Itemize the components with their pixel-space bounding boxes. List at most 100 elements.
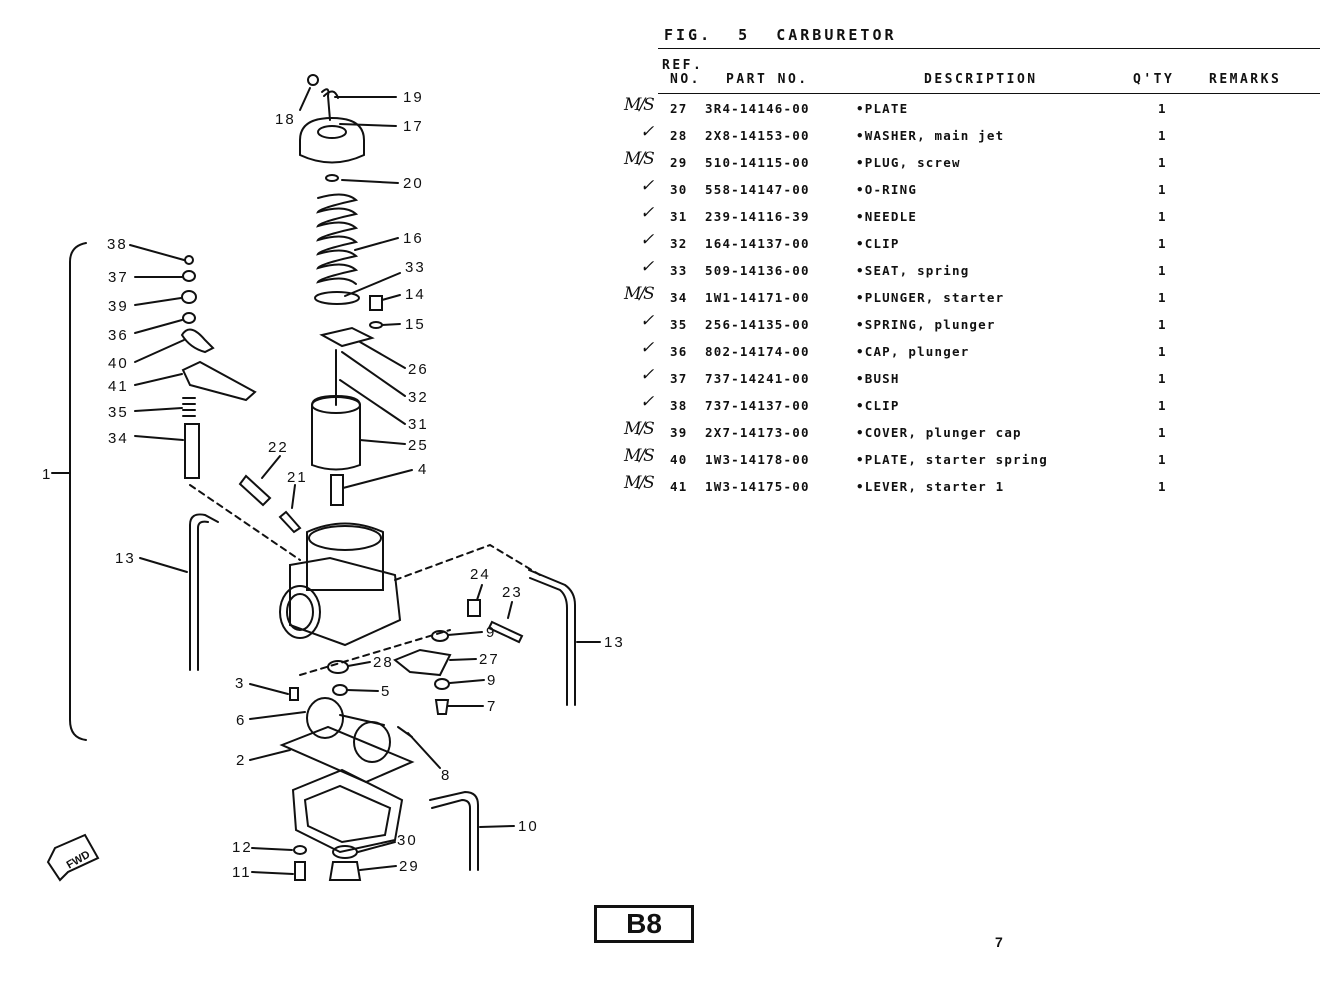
callout-33: 33 [405, 259, 426, 276]
part-no-cell: 510-14115-00 [705, 155, 810, 170]
header-part-no: PART NO. [726, 72, 809, 87]
callout-34: 34 [108, 430, 129, 447]
header-rule [658, 93, 1320, 94]
ref-no-cell: 27 [670, 101, 688, 116]
callout-37: 37 [108, 269, 129, 286]
handwritten-mark: ✓ [640, 176, 654, 196]
callout-14: 14 [405, 286, 426, 303]
callout-26: 26 [408, 361, 429, 378]
callout-18: 18 [275, 111, 296, 128]
callout-35: 35 [108, 404, 129, 421]
callout-25: 25 [408, 437, 429, 454]
ref-no-cell: 34 [670, 290, 688, 305]
part-no-cell: 2X8-14153-00 [705, 128, 810, 143]
callout-13-left: 13 [115, 550, 136, 567]
part-no-cell: 802-14174-00 [705, 344, 810, 359]
exploded-carburetor-diagram: 19 18 17 20 16 33 14 15 26 32 31 25 4 22… [42, 74, 625, 882]
description-cell: •SPRING, plunger [856, 317, 996, 332]
qty-cell: 1 [1158, 398, 1167, 413]
callout-6: 6 [236, 712, 246, 729]
callout-19: 19 [403, 89, 424, 106]
description-cell: •SEAT, spring [856, 263, 970, 278]
handwritten-mark: ✓ [640, 203, 654, 223]
handwritten-mark: ✓ [640, 311, 654, 331]
callout-2: 2 [236, 752, 246, 769]
callout-7: 7 [487, 698, 497, 715]
callout-22: 22 [268, 439, 289, 456]
callout-21: 21 [287, 469, 308, 486]
callout-24: 24 [470, 566, 491, 583]
qty-cell: 1 [1158, 101, 1167, 116]
part-no-cell: 256-14135-00 [705, 317, 810, 332]
handwritten-mark: ✓ [640, 122, 654, 142]
callout-20: 20 [403, 175, 424, 192]
callout-8: 8 [441, 767, 451, 784]
callout-39: 39 [108, 298, 129, 315]
callout-11: 11 [232, 864, 252, 881]
header-description: DESCRIPTION [924, 72, 1038, 87]
description-cell: •CLIP [856, 398, 900, 413]
description-cell: •PLUNGER, starter [856, 290, 1005, 305]
description-cell: •PLATE, starter spring [856, 452, 1048, 467]
handwritten-mark: ✓ [640, 230, 654, 250]
qty-cell: 1 [1158, 317, 1167, 332]
ref-no-cell: 38 [670, 398, 688, 413]
qty-cell: 1 [1158, 452, 1167, 467]
description-cell: •BUSH [856, 371, 900, 386]
part-no-cell: 558-14147-00 [705, 182, 810, 197]
description-cell: •CLIP [856, 236, 900, 251]
callout-31: 31 [408, 416, 429, 433]
part-no-cell: 737-14241-00 [705, 371, 810, 386]
part-no-cell: 1W3-14178-00 [705, 452, 810, 467]
description-cell: •PLUG, screw [856, 155, 961, 170]
description-cell: •LEVER, starter 1 [856, 479, 1005, 494]
qty-cell: 1 [1158, 479, 1167, 494]
qty-cell: 1 [1158, 236, 1167, 251]
callout-40: 40 [108, 355, 129, 372]
part-no-cell: 509-14136-00 [705, 263, 810, 278]
ref-no-cell: 28 [670, 128, 688, 143]
qty-cell: 1 [1158, 425, 1167, 440]
handwritten-mark: ✓ [640, 365, 654, 385]
callout-1: 1 [42, 466, 52, 483]
handwritten-mark: ✓ [640, 338, 654, 358]
qty-cell: 1 [1158, 290, 1167, 305]
part-no-cell: 164-14137-00 [705, 236, 810, 251]
page-number: 7 [995, 934, 1003, 950]
callout-29: 29 [399, 858, 420, 875]
callout-30: 30 [397, 832, 418, 849]
ref-no-cell: 31 [670, 209, 688, 224]
part-no-cell: 2X7-14173-00 [705, 425, 810, 440]
callout-17: 17 [403, 118, 424, 135]
header-ref-line2: NO. [670, 72, 701, 87]
callout-41: 41 [108, 378, 129, 395]
qty-cell: 1 [1158, 371, 1167, 386]
part-no-cell: 1W1-14171-00 [705, 290, 810, 305]
ref-no-cell: 40 [670, 452, 688, 467]
callout-5: 5 [381, 683, 391, 700]
callout-9-upper: 9 [486, 624, 496, 641]
title-rule [658, 48, 1320, 49]
ref-no-cell: 29 [670, 155, 688, 170]
ref-no-cell: 39 [670, 425, 688, 440]
part-no-cell: 3R4-14146-00 [705, 101, 810, 116]
qty-cell: 1 [1158, 344, 1167, 359]
section-badge: B8 [594, 905, 694, 943]
description-cell: •WASHER, main jet [856, 128, 1005, 143]
callout-4: 4 [418, 461, 428, 478]
handwritten-mark: M/S [624, 446, 655, 466]
qty-cell: 1 [1158, 263, 1167, 278]
ref-no-cell: 35 [670, 317, 688, 332]
description-cell: •NEEDLE [856, 209, 918, 224]
handwritten-mark: M/S [624, 284, 655, 304]
callout-38: 38 [107, 236, 128, 253]
part-no-cell: 737-14137-00 [705, 398, 810, 413]
callout-13-right: 13 [604, 634, 625, 651]
callout-15: 15 [405, 316, 426, 333]
callout-10: 10 [518, 818, 539, 835]
description-cell: •COVER, plunger cap [856, 425, 1022, 440]
ref-no-cell: 33 [670, 263, 688, 278]
header-remarks: REMARKS [1209, 72, 1282, 87]
handwritten-mark: M/S [624, 95, 655, 115]
ref-no-cell: 36 [670, 344, 688, 359]
